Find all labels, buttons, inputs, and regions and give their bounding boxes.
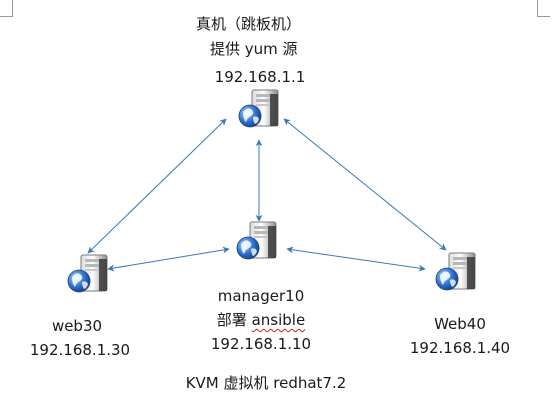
manager-name: manager10 [217,287,305,305]
manager-server-icon [236,221,277,260]
manager-role: 部署 ansible [206,310,316,330]
host-ip: 192.168.1.1 [214,68,306,86]
link-host-web40 [283,118,447,251]
link-host-web30 [87,118,227,254]
manager-role-prefix: 部署 [216,311,252,329]
manager-role-tool: ansible [251,311,306,329]
host-role: 提供 yum 源 [210,40,298,58]
host-server-icon [238,89,279,128]
web30-ip: 192.168.1.30 [29,341,131,359]
web40-ip: 192.168.1.40 [409,339,511,357]
link-manager-web30 [107,246,230,272]
web30-server-icon [67,254,108,293]
diagram-caption: KVM 虚拟机 redhat7.2 [185,374,347,392]
manager-ip: 192.168.1.10 [210,335,312,353]
host-title: 真机（跳板机） [196,15,302,33]
link-manager-web40 [286,246,426,272]
web40-name: Web40 [434,315,486,333]
web30-name: web30 [51,317,103,335]
crop-mark-top-right [537,0,550,17]
web40-server-icon [435,252,476,291]
crop-mark-top-left [0,0,13,17]
